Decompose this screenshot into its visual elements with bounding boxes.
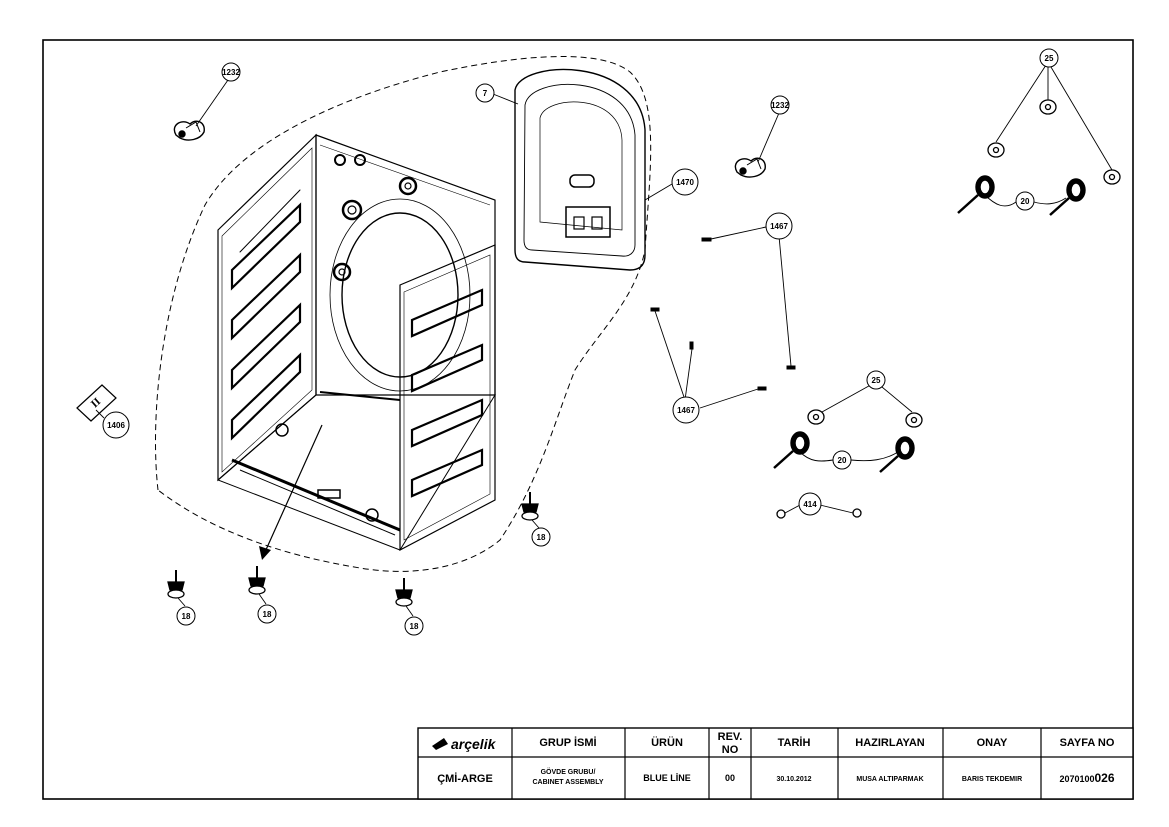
callout-label: 18 <box>537 533 546 542</box>
callout-label: 1406 <box>107 421 125 430</box>
callout-20b: 20 <box>832 450 852 470</box>
cabinet-base <box>217 394 496 551</box>
header-prepared: HAZIRLAYAN <box>855 737 925 749</box>
service-cover <box>514 68 646 271</box>
hose-clamp-left <box>173 120 205 141</box>
left-panel-ribs <box>230 189 302 441</box>
callout-label: 1470 <box>676 178 694 187</box>
title-block: arçelik GRUP İSMİ ÜRÜN REV. NO TARİH HAZ… <box>417 727 1134 800</box>
value-product: BLUE LİNE <box>643 773 691 783</box>
header-product: ÜRÜN <box>651 736 683 749</box>
header-group: GRUP İSMİ <box>539 736 596 749</box>
cabinet-right-panel <box>399 244 496 551</box>
cabinet-body <box>217 133 496 551</box>
logo-mark-icon <box>432 738 448 750</box>
callout-label: 1467 <box>770 222 788 231</box>
callout-1470: 1470 <box>671 168 699 196</box>
callout-1467a: 1467 <box>765 212 793 240</box>
caps <box>776 508 862 519</box>
callout-label: 414 <box>803 500 817 509</box>
header-date: TARİH <box>778 736 811 749</box>
value-group-line2: CABINET ASSEMBLY <box>532 779 603 786</box>
assembly-boundary <box>155 56 652 572</box>
value-page: 2070100026 <box>1059 771 1114 785</box>
callout-label: 18 <box>263 610 272 619</box>
value-approval: BARIS TEKDEMIR <box>962 776 1022 783</box>
callout-18a: 18 <box>176 606 196 626</box>
screws <box>650 237 796 391</box>
right-panel-ribs <box>410 288 484 498</box>
sheet-border <box>42 39 1134 800</box>
grommets <box>807 99 1121 428</box>
leader-lines <box>95 61 1113 617</box>
value-prepared: MUSA ALTIPARMAK <box>856 776 923 783</box>
label-sheet: II <box>76 384 117 422</box>
service-cover-latch <box>565 206 611 238</box>
service-cover-slot <box>569 174 595 188</box>
callout-1232a: 1232 <box>221 62 241 82</box>
value-page-suffix: 026 <box>1095 771 1115 785</box>
callout-25a: 25 <box>1039 48 1059 68</box>
callout-label: 25 <box>1045 54 1054 63</box>
back-panel-bosses <box>332 154 418 282</box>
callout-label: 20 <box>1021 197 1030 206</box>
assembly-arrow <box>259 424 323 560</box>
callout-label: 18 <box>410 622 419 631</box>
callout-20a: 20 <box>1015 191 1035 211</box>
header-rev-line1: REV. <box>718 731 743 743</box>
callout-label: 1232 <box>222 68 240 77</box>
header-approval: ONAY <box>977 737 1008 749</box>
callout-label: 1232 <box>771 101 789 110</box>
adjustable-feet <box>167 492 539 607</box>
callout-1232b: 1232 <box>770 95 790 115</box>
callout-label: 1467 <box>677 406 695 415</box>
value-page-prefix: 2070100 <box>1059 774 1094 784</box>
callout-label: 20 <box>838 456 847 465</box>
callout-label: 18 <box>182 612 191 621</box>
hose-clamp-right <box>734 157 766 178</box>
arcelik-logo: arçelik <box>432 736 497 752</box>
header-page: SAYFA NO <box>1060 737 1115 749</box>
value-department: ÇMİ-ARGE <box>437 772 493 785</box>
shipping-bolts <box>773 175 1086 473</box>
svg-text:arçelik: arçelik <box>451 736 497 752</box>
callout-bubbles: 1232 7 1470 1232 25 20 1467 1467 <box>102 48 1059 636</box>
value-rev: 00 <box>725 773 735 783</box>
callout-18b: 18 <box>257 604 277 624</box>
value-date: 30.10.2012 <box>776 776 811 783</box>
callout-414: 414 <box>798 492 822 516</box>
callout-25b: 25 <box>866 370 886 390</box>
header-rev-line2: NO <box>722 744 739 756</box>
callout-1406: 1406 <box>102 411 130 439</box>
value-group-line1: GÖVDE GRUBU/ <box>541 767 596 776</box>
callout-18c: 18 <box>404 616 424 636</box>
callout-1467b: 1467 <box>672 396 700 424</box>
callout-label: 25 <box>872 376 881 385</box>
callout-7: 7 <box>475 83 495 103</box>
callout-label: 7 <box>483 89 488 98</box>
callout-18d: 18 <box>531 527 551 547</box>
